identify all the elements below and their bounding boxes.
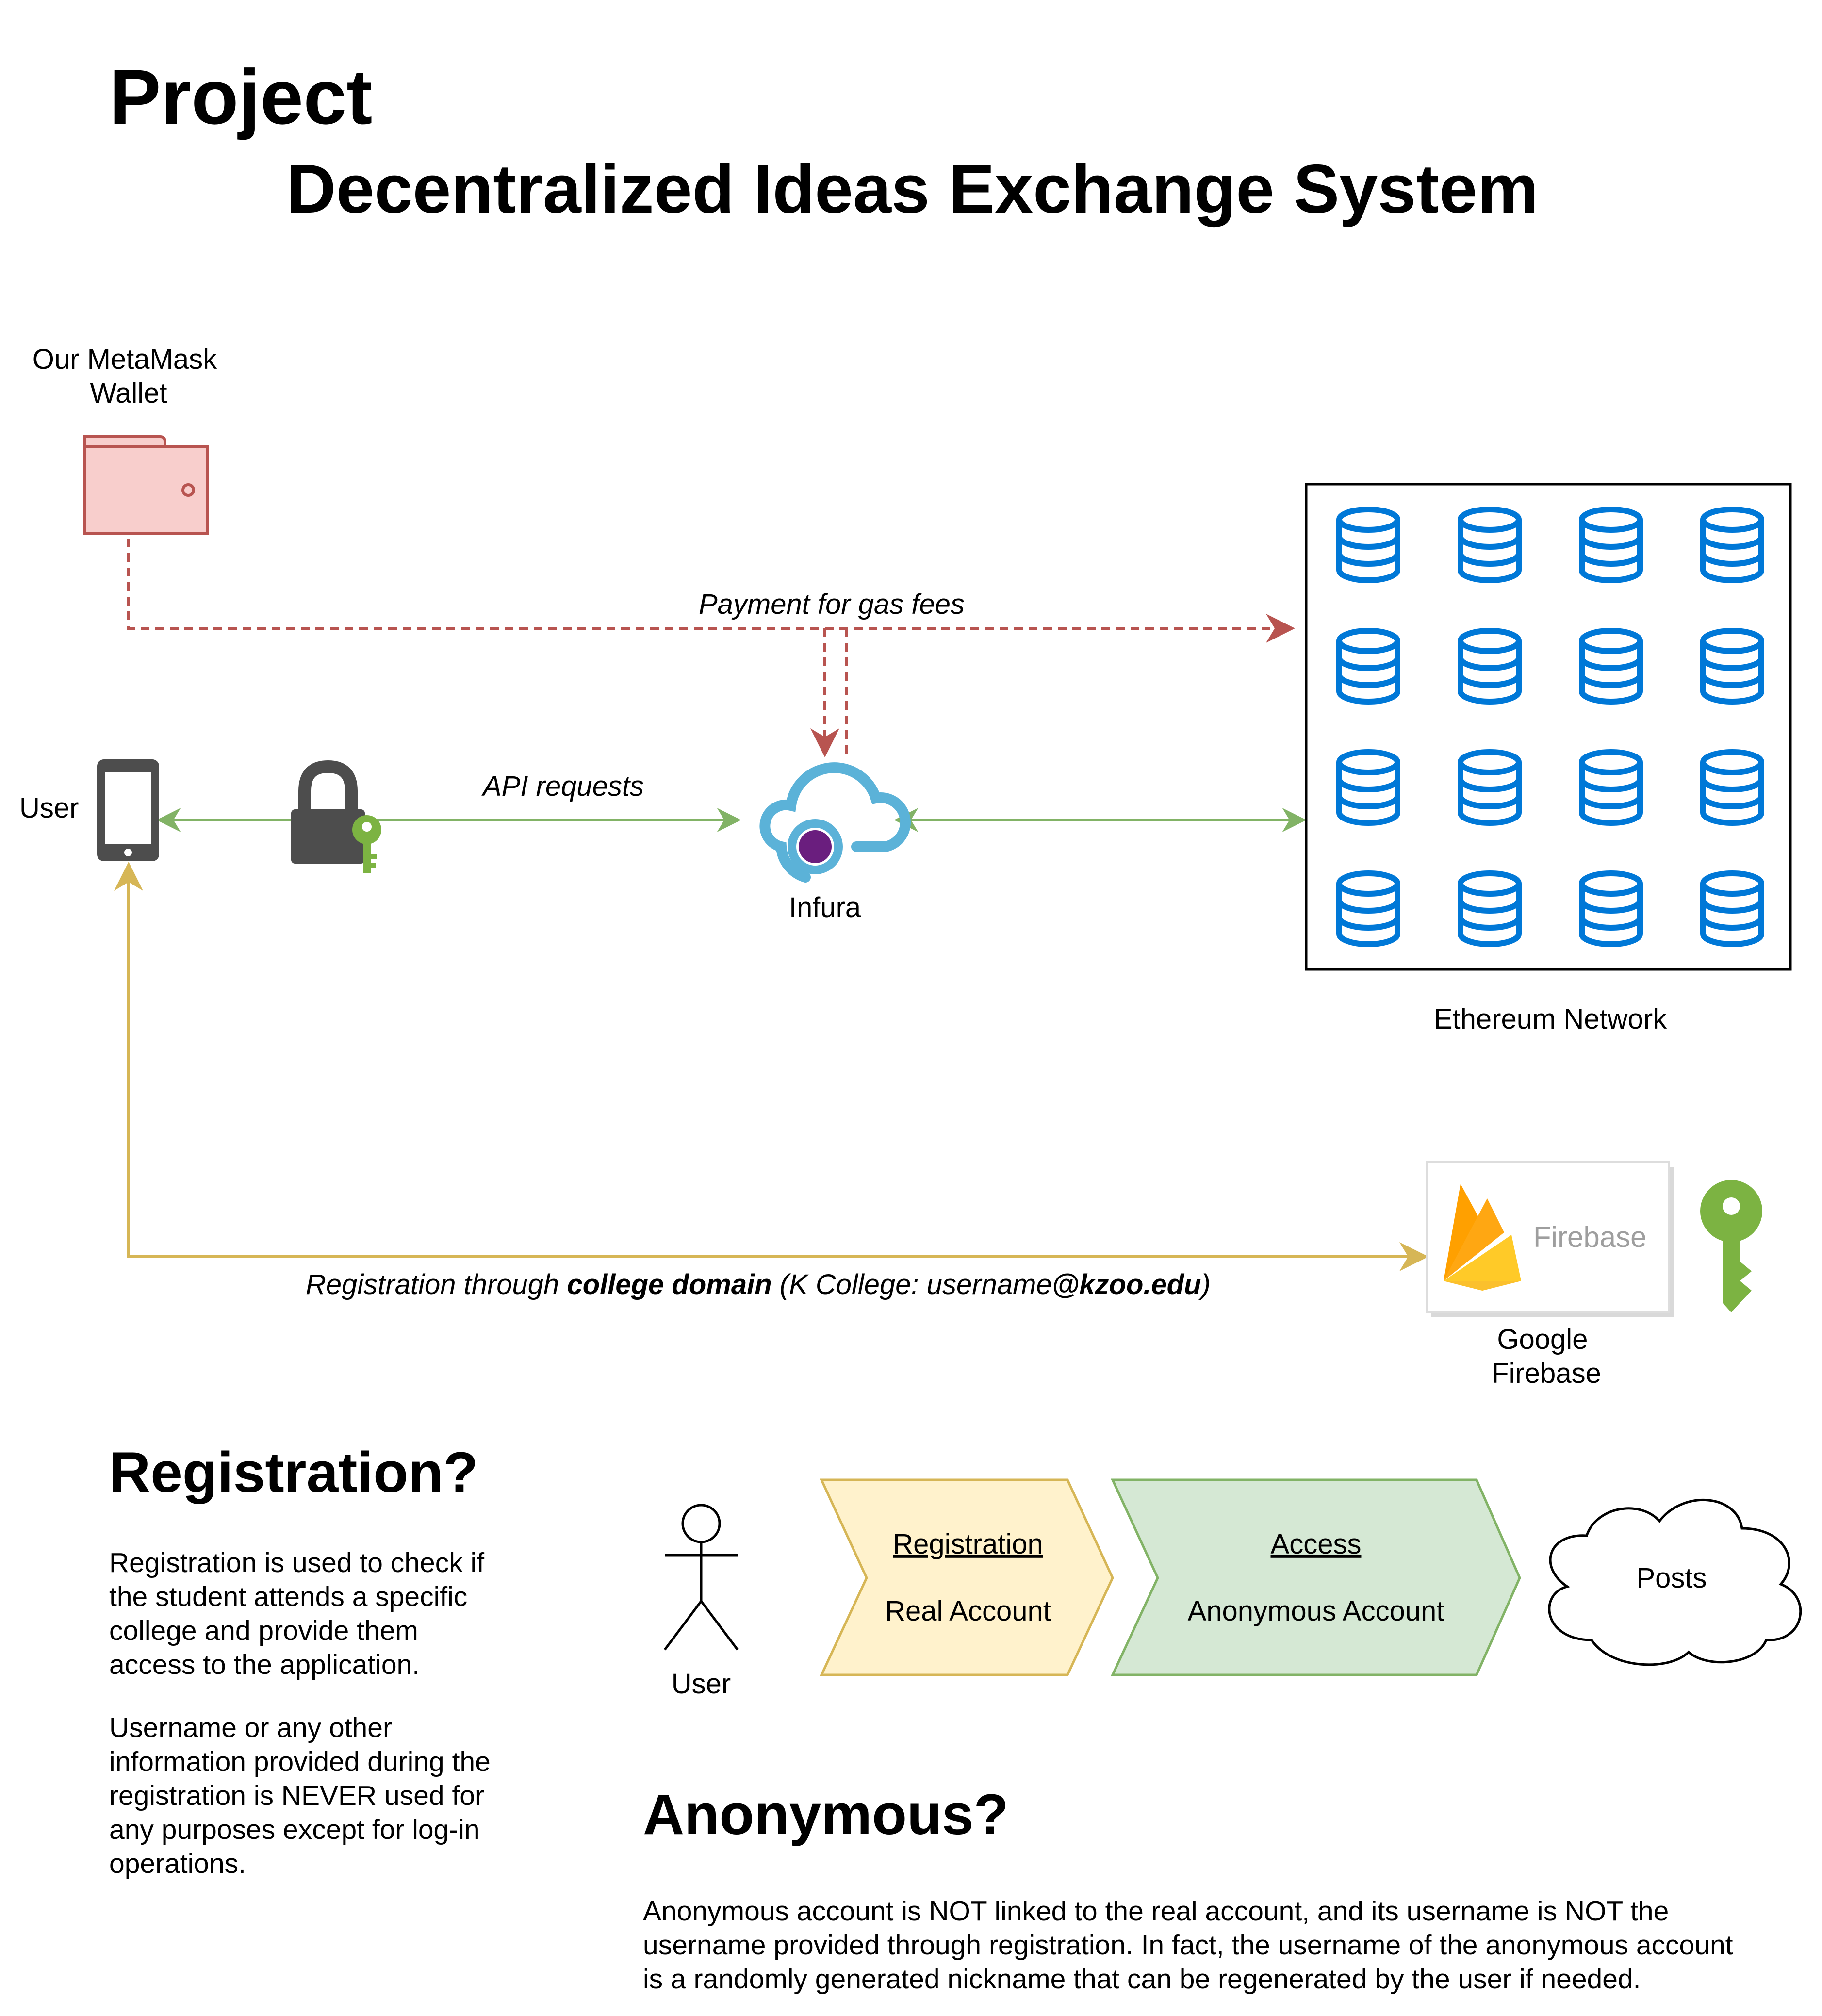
phone-icon: [97, 759, 159, 861]
posts-label: Posts: [1636, 1562, 1707, 1594]
registration-edge: [114, 862, 1428, 1271]
padlock-key-icon: [291, 760, 381, 873]
page-title: Project: [109, 53, 372, 140]
access-step-title: Access: [1271, 1528, 1362, 1560]
infura-cloud-icon: [759, 762, 911, 883]
flow-actor-label: User: [672, 1668, 731, 1700]
registration-heading: Registration?: [109, 1441, 478, 1505]
page-subtitle: Decentralized Ideas Exchange System: [286, 150, 1539, 228]
ethereum-network-label: Ethereum Network: [1434, 1003, 1667, 1035]
access-step-shape: [1111, 1478, 1521, 1676]
wallet-label: Our MetaMask Wallet: [33, 344, 225, 409]
wallet-icon: [83, 435, 209, 535]
cloud-shape: [1548, 1498, 1802, 1666]
stick-figure-icon: [664, 1504, 739, 1651]
infura-label: Infura: [789, 892, 861, 923]
payment-edge-label: Payment for gas fees: [699, 589, 965, 620]
api-edge-label: API requests: [481, 770, 644, 802]
anonymous-heading: Anonymous?: [643, 1783, 1009, 1847]
registration-step-subtitle: Real Account: [885, 1595, 1051, 1627]
registration-paragraph-2: Username or any other information provid…: [109, 1712, 498, 1879]
firebase-label: Google Firebase: [1492, 1324, 1601, 1389]
firebase-logo-text: Firebase: [1533, 1221, 1646, 1253]
ethereum-network-box: [1305, 483, 1792, 971]
registration-paragraph-1: Registration is used to check if the stu…: [109, 1547, 492, 1680]
payment-edge: [127, 539, 1295, 643]
registration-edge-label: Registration through college domain (K C…: [306, 1269, 1211, 1300]
registration-step-shape: [820, 1478, 1114, 1676]
user-label: User: [19, 792, 79, 824]
access-step-subtitle: Anonymous Account: [1188, 1595, 1444, 1627]
firebase-logo-icon: Firebase: [1426, 1161, 1674, 1317]
key-icon: [1700, 1180, 1762, 1312]
anonymous-paragraph: Anonymous account is NOT linked to the r…: [643, 1896, 1740, 1995]
registration-step-title: Registration: [893, 1528, 1043, 1560]
